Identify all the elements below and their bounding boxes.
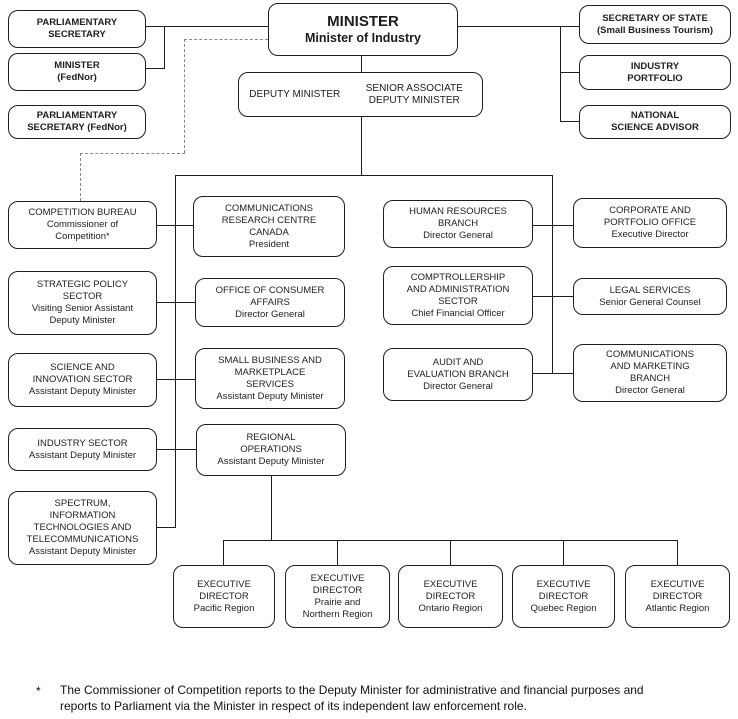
org-node-industry-sector: INDUSTRY SECTOR Assistant Deputy Ministe… [8,428,157,471]
connector-line [175,175,552,176]
footnote-text: The Commissioner of Competition reports … [60,683,644,713]
senior-associate-deputy-minister-label: SENIOR ASSOCIATE DEPUTY MINISTER [365,82,463,106]
connector-line [175,175,176,528]
minister-subtitle: Minister of Industry [305,31,421,45]
org-node-audit-evaluation-branch: AUDIT AND EVALUATION BRANCH Director Gen… [383,348,533,401]
deputy-minister-label: DEPUTY MINISTER [249,88,341,100]
connector-line [157,379,195,380]
org-node-secretary-of-state: SECRETARY OF STATE (Small Business Touri… [579,5,731,44]
org-node-label: OFFICE OF CONSUMER AFFAIRS Director Gene… [215,284,325,320]
connector-line [677,540,678,565]
connector-line [157,225,194,226]
connector-line [560,26,561,122]
org-node-label: LEGAL SERVICES Senior General Counsel [599,284,701,308]
connector-line [533,225,573,226]
org-node-label: SMALL BUSINESS AND MARKETPLACE SERVICES … [216,354,324,402]
org-node-parliamentary-secretary-fednor: PARLIAMENTARY SECRETARY (FedNor) [8,105,146,139]
connector-line [223,540,224,565]
connector-line [563,540,564,565]
org-node-communications-marketing-branch: COMMUNICATIONS AND MARKETING BRANCH Dire… [573,344,727,402]
org-node-label: EXECUTIVE DIRECTOR Prairie and Northern … [302,572,373,620]
connector-dashed-line [80,153,185,154]
connector-line [450,540,451,565]
org-node-label: HUMAN RESOURCES BRANCH Director General [409,206,507,241]
org-node-comptrollership-sector: COMPTROLLERSHIP AND ADMINISTRATION SECTO… [383,266,533,325]
org-node-science-innovation-sector: SCIENCE AND INNOVATION SECTOR Assistant … [8,353,157,407]
connector-line [146,26,268,27]
connector-line [458,26,579,27]
org-node-label: EXECUTIVE DIRECTOR Quebec Region [530,578,597,614]
connector-line [164,26,165,69]
org-node-label: STRATEGIC POLICY SECTOR Visiting Senior … [31,279,134,326]
connector-dashed-line [80,153,81,201]
org-node-office-consumer-affairs: OFFICE OF CONSUMER AFFAIRS Director Gene… [195,278,345,327]
connector-line [560,121,579,122]
org-node-regional-operations: REGIONAL OPERATIONS Assistant Deputy Min… [196,424,346,476]
connector-line [271,476,272,540]
org-node-communications-research-centre: COMMUNICATIONS RESEARCH CENTRE CANADA Pr… [193,196,345,257]
minister-title: MINISTER [327,13,399,30]
connector-dashed-line [184,39,268,40]
org-node-label: PARLIAMENTARY SECRETARY [36,17,118,40]
org-node-spectrum-sector: SPECTRUM, INFORMATION TECHNOLOGIES AND T… [8,491,157,565]
connector-line [361,117,362,175]
org-node-label: SCIENCE AND INNOVATION SECTOR Assistant … [28,362,137,397]
connector-line [552,175,553,374]
connector-line [560,72,579,73]
connector-dashed-line [184,39,185,153]
org-node-label: COMMUNICATIONS RESEARCH CENTRE CANADA Pr… [221,202,317,250]
org-node-label: EXECUTIVE DIRECTOR Pacific Region [193,578,255,614]
org-node-label: COMPETITION BUREAU Commissioner of Compe… [28,207,137,242]
org-node-minister-text: MINISTER Minister of Industry [305,13,421,46]
org-node-national-science-advisor: NATIONAL SCIENCE ADVISOR [579,105,731,139]
org-node-legal-services: LEGAL SERVICES Senior General Counsel [573,278,727,315]
connector-line [337,540,338,565]
org-node-deputy-minister: DEPUTY MINISTER SENIOR ASSOCIATE DEPUTY … [238,72,483,117]
org-node-label: SPECTRUM, INFORMATION TECHNOLOGIES AND T… [26,498,139,557]
org-node-label: PARLIAMENTARY SECRETARY (FedNor) [27,110,127,133]
footnote-asterisk: * [36,684,41,698]
org-node-label: CORPORATE AND PORTFOLIO OFFICE Executive… [603,205,697,240]
org-node-exec-director-prairie-northern: EXECUTIVE DIRECTOR Prairie and Northern … [285,565,390,628]
connector-line [157,302,195,303]
org-node-strategic-policy-sector: STRATEGIC POLICY SECTOR Visiting Senior … [8,271,157,335]
org-node-corporate-portfolio-office: CORPORATE AND PORTFOLIO OFFICE Executive… [573,198,727,248]
org-node-competition-bureau: COMPETITION BUREAU Commissioner of Compe… [8,201,157,249]
connector-line [361,56,362,72]
org-node-label: MINISTER (FedNor) [54,60,100,83]
org-node-small-business-marketplace: SMALL BUSINESS AND MARKETPLACE SERVICES … [195,348,345,409]
org-node-label: EXECUTIVE DIRECTOR Ontario Region [418,578,483,614]
org-node-minister: MINISTER Minister of Industry [268,3,458,56]
org-node-label: REGIONAL OPERATIONS Assistant Deputy Min… [217,432,325,467]
org-node-exec-director-pacific: EXECUTIVE DIRECTOR Pacific Region [173,565,275,628]
connector-line [157,527,176,528]
org-node-parliamentary-secretary: PARLIAMENTARY SECRETARY [8,10,146,48]
org-node-label: EXECUTIVE DIRECTOR Atlantic Region [645,578,710,614]
org-node-deputy-text: DEPUTY MINISTER SENIOR ASSOCIATE DEPUTY … [241,83,480,107]
org-node-label: INDUSTRY SECTOR Assistant Deputy Ministe… [28,437,137,461]
connector-line [533,296,573,297]
org-node-exec-director-quebec: EXECUTIVE DIRECTOR Quebec Region [512,565,615,628]
org-node-exec-director-atlantic: EXECUTIVE DIRECTOR Atlantic Region [625,565,730,628]
org-node-label: AUDIT AND EVALUATION BRANCH Director Gen… [407,356,509,392]
org-node-label: NATIONAL SCIENCE ADVISOR [611,110,699,133]
connector-line [533,373,573,374]
org-node-label: SECRETARY OF STATE (Small Business Touri… [597,12,713,36]
org-node-exec-director-ontario: EXECUTIVE DIRECTOR Ontario Region [398,565,503,628]
org-node-minister-fednor: MINISTER (FedNor) [8,53,146,91]
org-node-human-resources-branch: HUMAN RESOURCES BRANCH Director General [383,200,533,248]
org-node-label: INDUSTRY PORTFOLIO [627,60,683,84]
connector-line [157,449,196,450]
org-node-label: COMMUNICATIONS AND MARKETING BRANCH Dire… [606,349,694,396]
org-node-industry-portfolio: INDUSTRY PORTFOLIO [579,55,731,90]
org-node-label: COMPTROLLERSHIP AND ADMINISTRATION SECTO… [406,271,510,319]
connector-line [146,68,164,69]
